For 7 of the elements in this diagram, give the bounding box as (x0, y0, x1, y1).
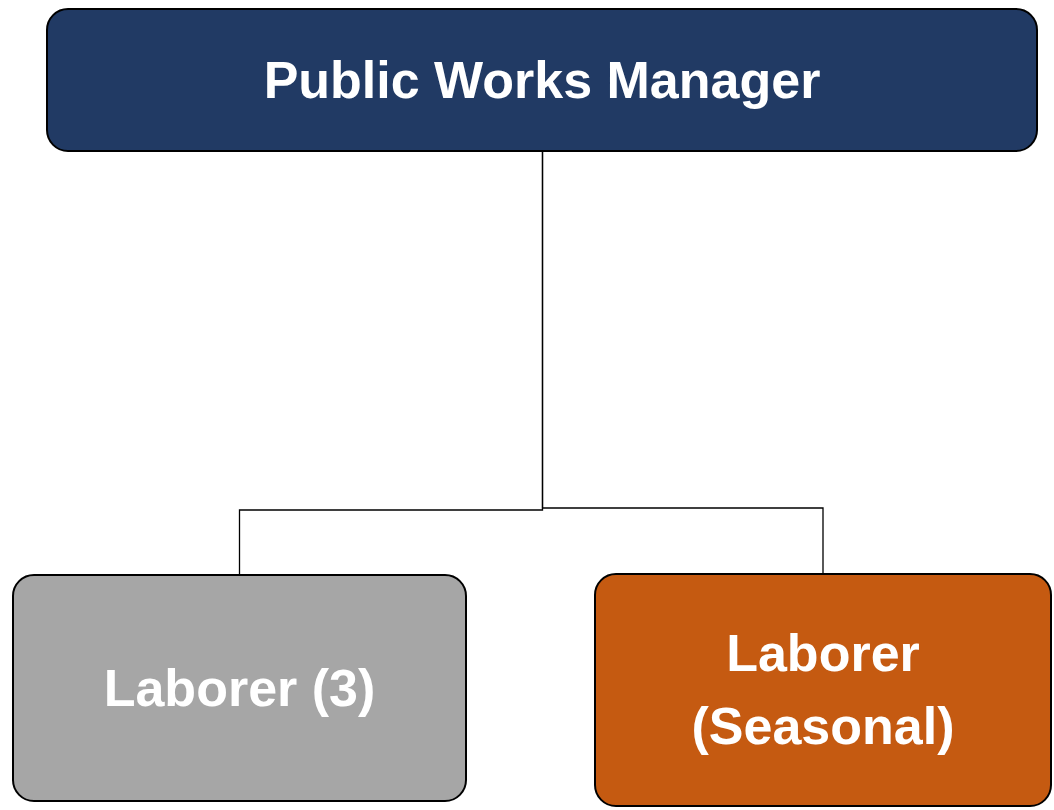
role-box (12, 574, 467, 802)
role-title: Laborer (Seasonal) (690, 623, 956, 757)
connector-line (541, 151, 824, 574)
role-box (594, 573, 1052, 807)
role-box (46, 8, 1038, 152)
role-title: Laborer (3) (103, 657, 376, 719)
role-title: Public Works Manager (263, 49, 821, 111)
